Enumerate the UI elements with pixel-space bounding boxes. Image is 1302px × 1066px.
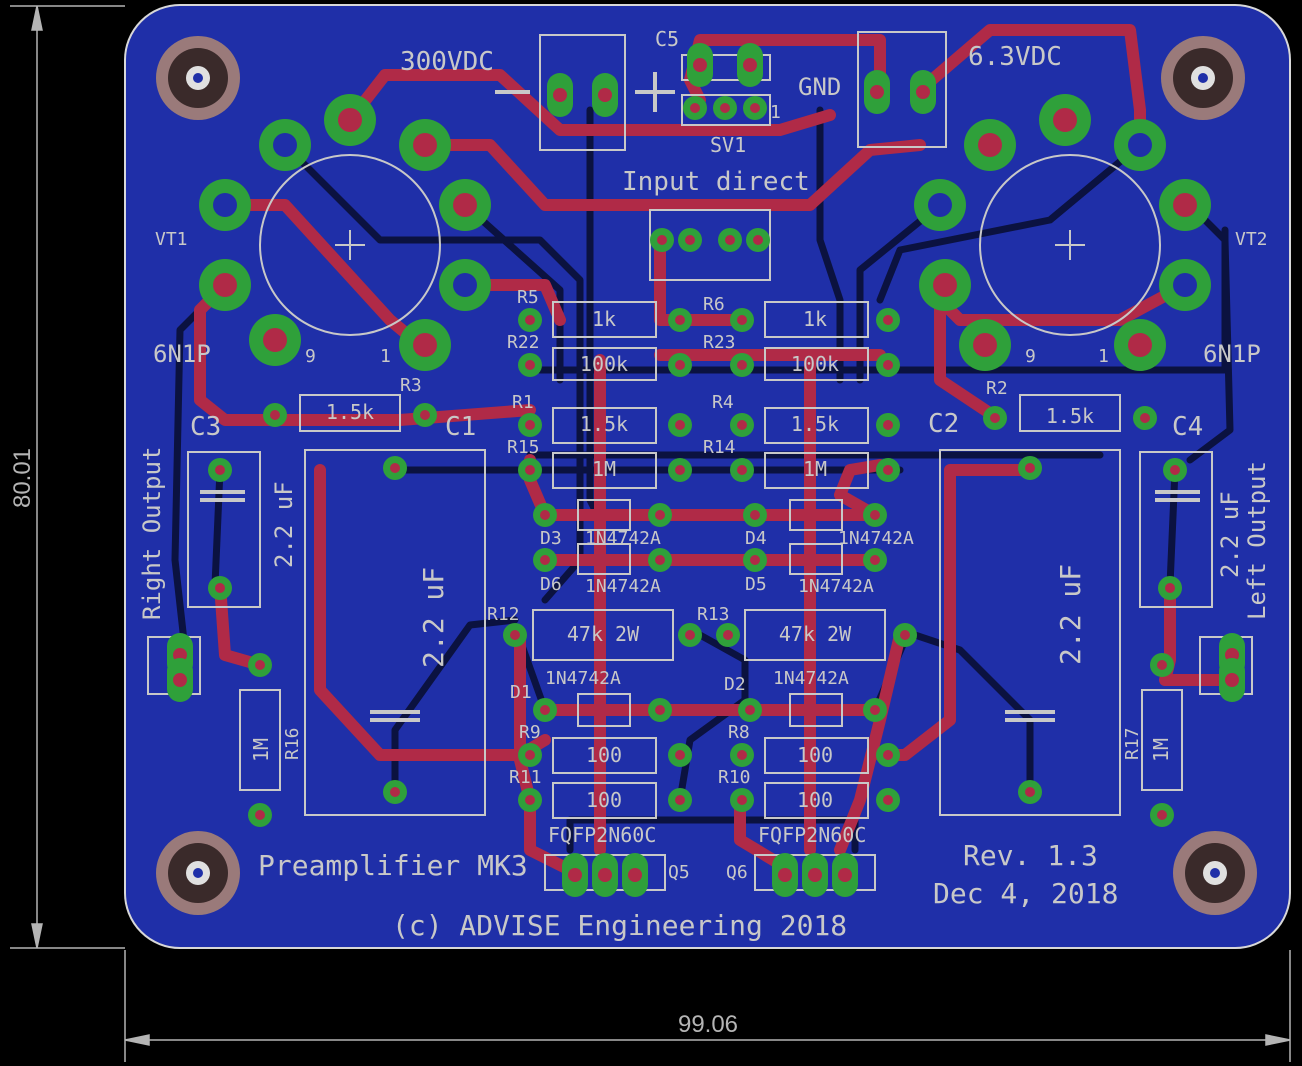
resistor-value-r5: 1k	[592, 307, 616, 331]
diode-part-d5: 1N4742A	[798, 576, 874, 597]
label-vt2-pin9: 9	[1025, 346, 1036, 367]
label-6v3dc: 6.3VDC	[968, 42, 1062, 72]
resistor-ref-r16: R16	[282, 727, 303, 760]
resistor-value-r6: 1k	[803, 307, 827, 331]
diode-part-d1: 1N4742A	[545, 668, 621, 689]
label-vt1-pin1: 1	[380, 346, 391, 367]
label-vt2: VT2	[1235, 229, 1268, 250]
resistor-ref-r17: R17	[1122, 727, 1143, 760]
resistor-value-r22: 100k	[580, 352, 628, 376]
label-c3: C3	[190, 412, 221, 442]
label-q5-part: FQFP2N60C	[548, 823, 656, 847]
resistor-ref-r22: R22	[507, 332, 540, 353]
resistor-labels: R51kR61kR22100kR23100kR11.5kR41.5kR151MR…	[249, 287, 1173, 812]
diode-ref-d6: D6	[540, 574, 562, 595]
resistor-value-r1: 1.5k	[580, 412, 628, 436]
mounting-hole-bottom-right	[1173, 831, 1257, 915]
label-input-direct: Input direct	[622, 167, 810, 197]
resistor-ref-r4: R4	[712, 392, 734, 413]
diode-ref-d5: D5	[745, 574, 767, 595]
dimension-lines	[10, 5, 1291, 1062]
resistor-ref-r13: R13	[697, 604, 730, 625]
diode-ref-d4: D4	[745, 528, 767, 549]
resistor-value-r13: 47k 2W	[779, 622, 852, 646]
resistor-value-r15: 1M	[592, 457, 616, 481]
label-q6: Q6	[726, 862, 748, 883]
resistor-value-r16: 1M	[249, 738, 273, 762]
resistor-ref-r2: R2	[986, 378, 1008, 399]
diode-part-d2: 1N4742A	[773, 668, 849, 689]
label-right-output: Right Output	[138, 447, 166, 620]
diode-part-d4: 1N4742A	[838, 528, 914, 549]
resistor-value-r8: 100	[797, 743, 833, 767]
label-left-output: Left Output	[1243, 461, 1271, 620]
dimension-width: 99.06	[678, 1011, 738, 1038]
label-tube2: 6N1P	[1203, 340, 1261, 368]
diode-labels: D1 1N4742A D2 1N4742A D3 1N4742A D4 1N4742A D5 1N…	[510, 528, 914, 703]
resistor-ref-r10: R10	[718, 767, 751, 788]
label-300vdc: 300VDC	[400, 47, 494, 77]
resistor-value-r14: 1M	[803, 457, 827, 481]
label-vt1: VT1	[155, 229, 188, 250]
diode-ref-d2: D2	[724, 674, 746, 695]
resistor-value-r11: 100	[586, 788, 622, 812]
resistor-value-r3: 1.5k	[326, 400, 374, 424]
resistor-value-r23: 100k	[791, 352, 839, 376]
resistor-value-r4: 1.5k	[791, 412, 839, 436]
silkscreen-outlines	[147, 31, 1253, 891]
label-tube1: 6N1P	[153, 340, 211, 368]
resistor-ref-r11: R11	[509, 767, 542, 788]
silkscreen-text: 300VDC GND 6.3VDC C5 SV1 1 Input direct …	[138, 27, 1271, 942]
diode-part-d3: 1N4742A	[585, 528, 661, 549]
label-c1-value: 2.2 uF	[417, 567, 450, 668]
pads	[167, 43, 1245, 897]
resistor-ref-r9: R9	[519, 722, 541, 743]
mounting-hole-top-right	[1161, 36, 1245, 120]
mounting-holes	[156, 36, 1257, 915]
resistor-ref-r8: R8	[728, 722, 750, 743]
mounting-hole-bottom-left	[156, 831, 240, 915]
label-c5: C5	[655, 27, 679, 51]
diode-part-d6: 1N4742A	[585, 576, 661, 597]
resistor-ref-r14: R14	[703, 437, 736, 458]
label-c2: C2	[928, 409, 959, 439]
resistor-ref-r6: R6	[703, 294, 725, 315]
resistor-ref-r15: R15	[507, 437, 540, 458]
label-vt1-pin9: 9	[305, 346, 316, 367]
board-copyright: (c) ADVISE Engineering 2018	[392, 909, 847, 942]
resistor-ref-r12: R12	[487, 604, 520, 625]
label-c2-value: 2.2 uF	[1054, 564, 1087, 665]
resistor-value-r12: 47k 2W	[567, 622, 640, 646]
label-vt2-pin1: 1	[1098, 346, 1109, 367]
resistor-ref-r3: R3	[400, 375, 422, 396]
label-sv1-pin: 1	[770, 102, 781, 123]
label-c3-value: 2.2 uF	[270, 481, 298, 568]
resistor-value-r17: 1M	[1149, 738, 1173, 762]
label-c4-value: 2.2 uF	[1216, 491, 1244, 578]
label-q6-part: FQFP2N60C	[758, 823, 866, 847]
dimension-height: 80.01	[9, 448, 36, 508]
board-title: Preamplifier MK3	[258, 849, 528, 882]
label-c4: C4	[1172, 412, 1203, 442]
label-gnd: GND	[798, 73, 841, 101]
resistor-value-r9: 100	[586, 743, 622, 767]
label-c1: C1	[445, 412, 476, 442]
label-q5: Q5	[668, 862, 690, 883]
mounting-hole-top-left	[156, 36, 240, 120]
board-date: Dec 4, 2018	[933, 877, 1118, 910]
resistor-value-r2: 1.5k	[1046, 404, 1094, 428]
diode-ref-d1: D1	[510, 682, 532, 703]
resistor-value-r10: 100	[797, 788, 833, 812]
resistor-ref-r23: R23	[703, 332, 736, 353]
board-revision: Rev. 1.3	[963, 839, 1098, 872]
resistor-ref-r5: R5	[517, 287, 539, 308]
label-sv1: SV1	[710, 133, 746, 157]
resistor-ref-r1: R1	[512, 392, 534, 413]
diode-ref-d3: D3	[540, 528, 562, 549]
